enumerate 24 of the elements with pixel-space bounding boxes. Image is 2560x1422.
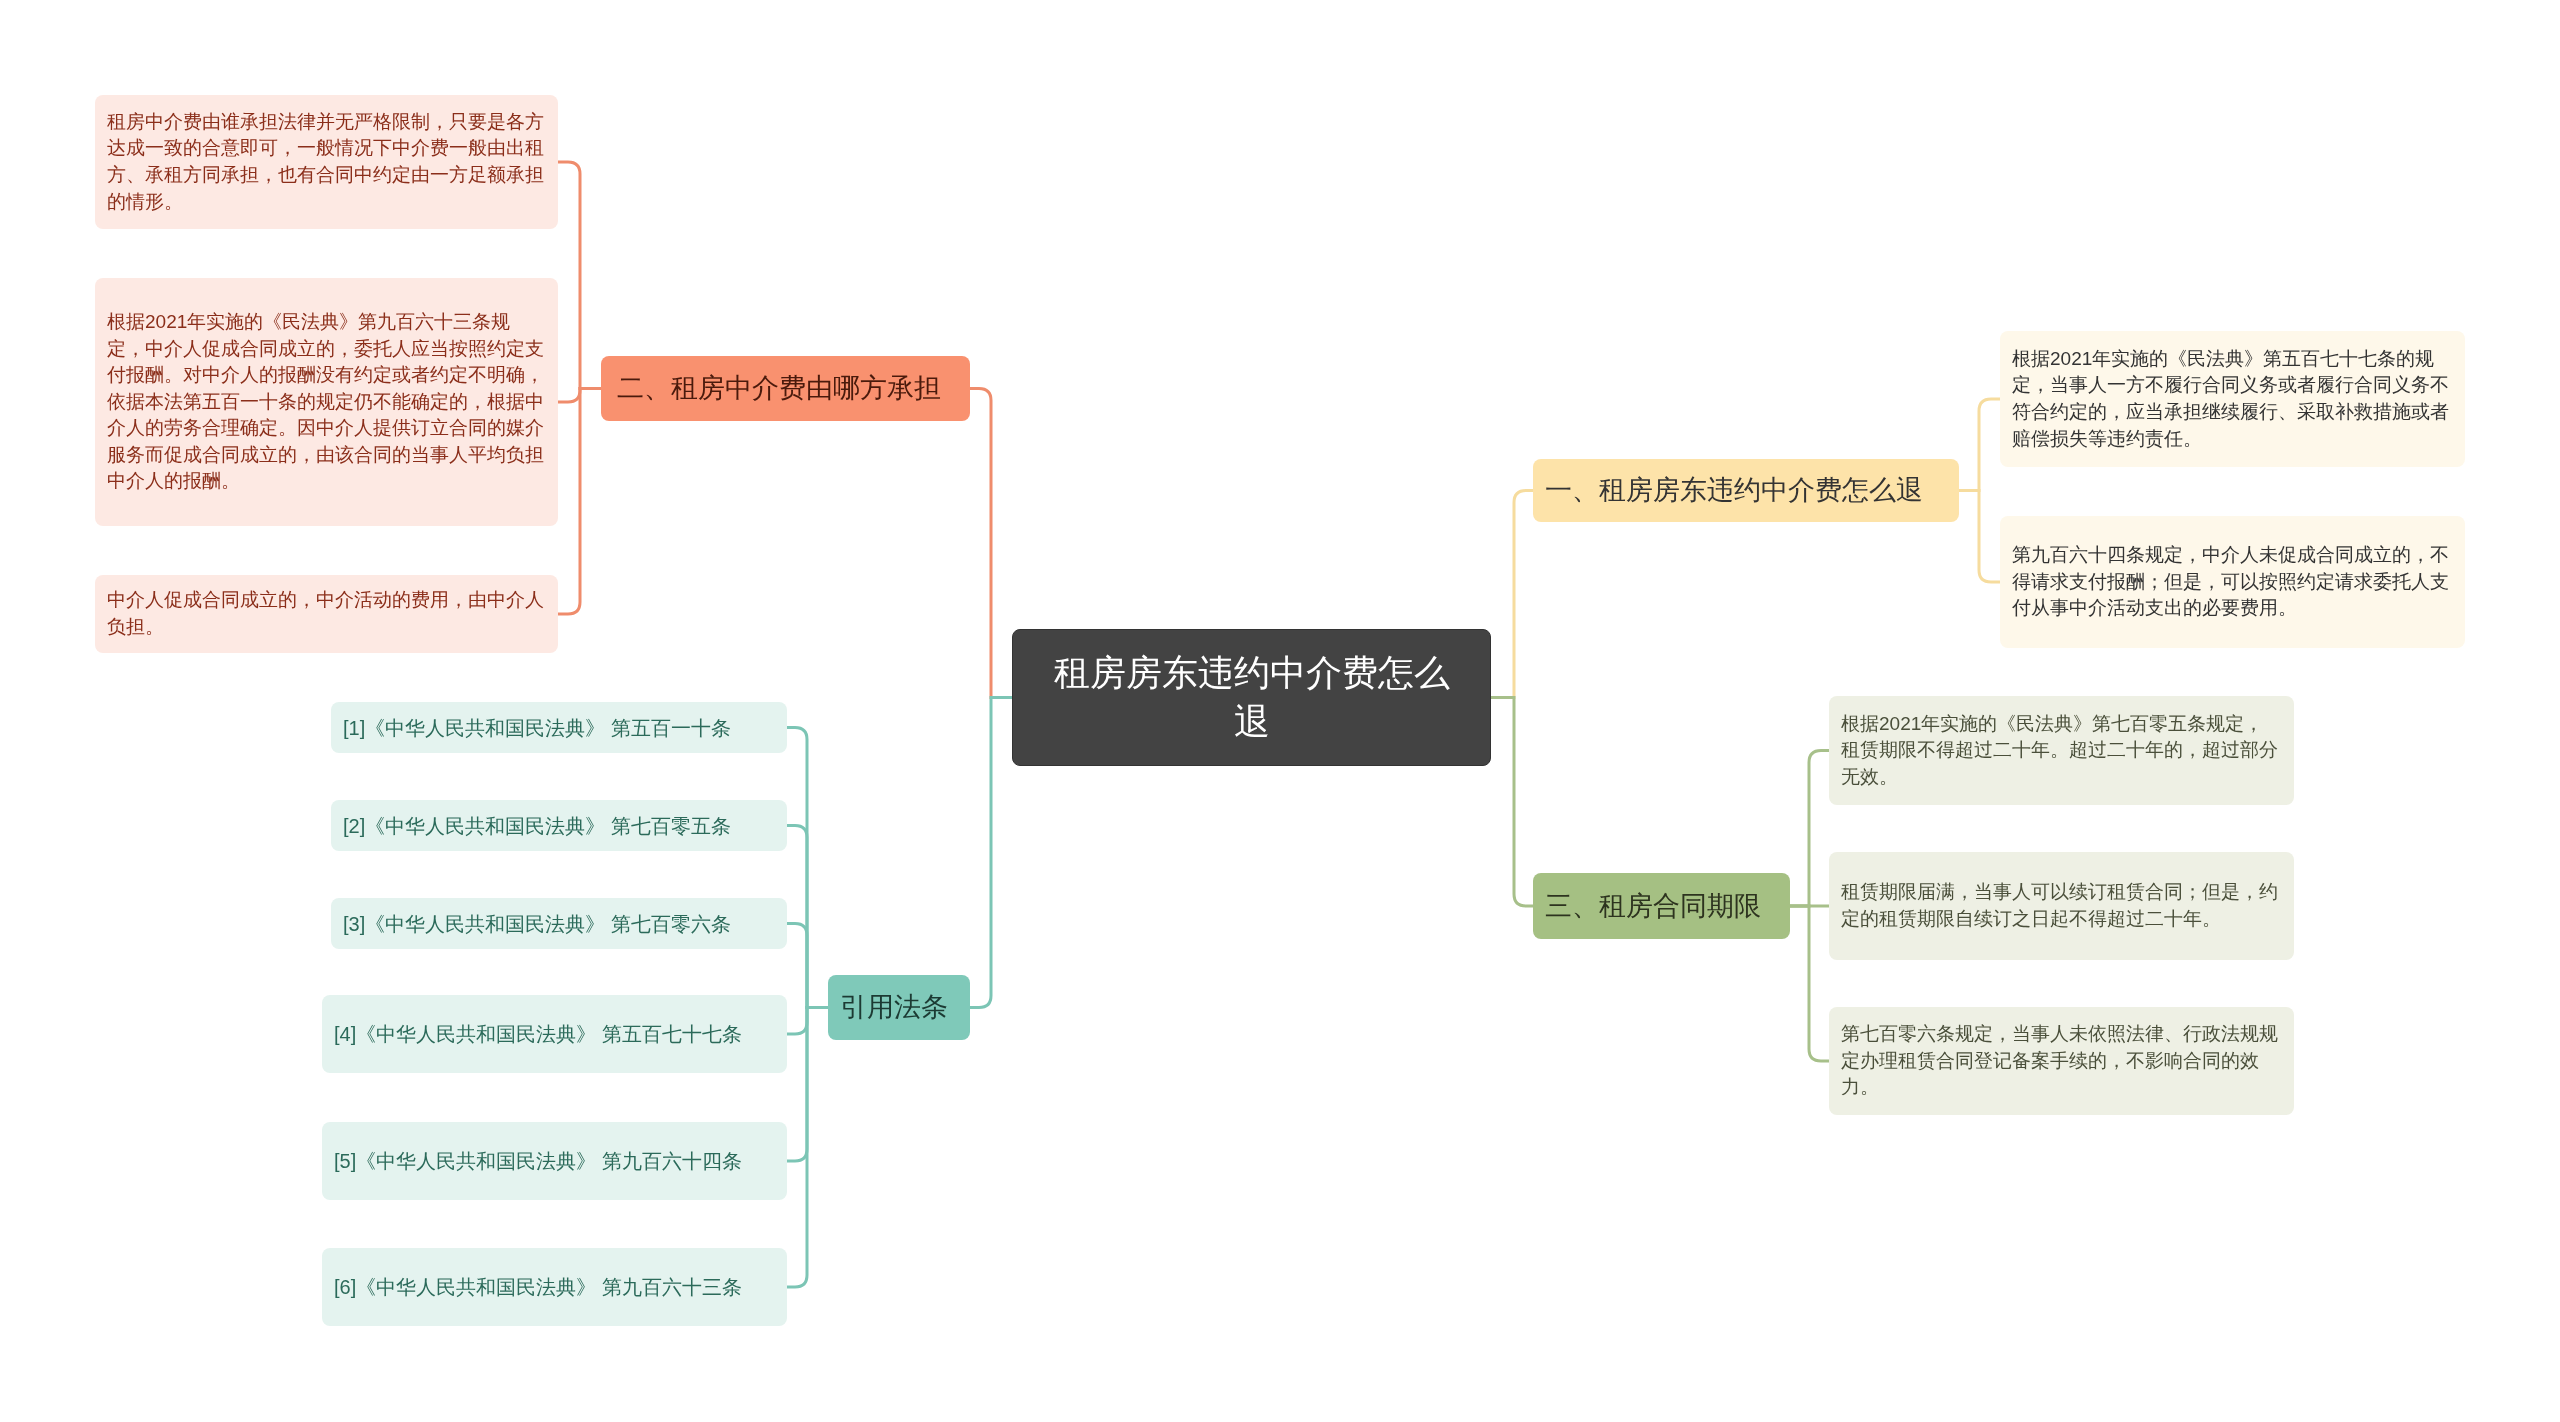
reference-card: [4]《中华人民共和国民法典》 第五百七十七条 bbox=[322, 995, 787, 1073]
text-card: 根据2021年实施的《民法典》第九百六十三条规定，中介人促成合同成立的，委托人应当按照约定支付报酬。对中介人的报酬没有约定或者约定不明确，依据本法第五百一十条的规定仍不能确定的，根据中介人的劳务合理确定。因中介人提供订立合同的媒介服务而促成合同成立的，由该合同的当事人平均负担中介人的报酬。 bbox=[95, 278, 558, 526]
reference-card: [1]《中华人民共和国民法典》 第五百一十条 bbox=[331, 702, 787, 753]
branch-topic: 引用法条 bbox=[828, 975, 970, 1040]
reference-card: [2]《中华人民共和国民法典》 第七百零五条 bbox=[331, 800, 787, 851]
central-topic: 租房房东违约中介费怎么退 bbox=[1012, 629, 1491, 766]
text-card: 根据2021年实施的《民法典》第七百零五条规定，租赁期限不得超过二十年。超过二十年的，超过部分无效。 bbox=[1829, 696, 2294, 805]
text-card: 中介人促成合同成立的，中介活动的费用，由中介人负担。 bbox=[95, 575, 558, 653]
text-card: 租赁期限届满，当事人可以续订租赁合同；但是，约定的租赁期限自续订之日起不得超过二十年。 bbox=[1829, 852, 2294, 960]
text-card: 租房中介费由谁承担法律并无严格限制，只要是各方达成一致的合意即可，一般情况下中介费一般由出租方、承租方同承担，也有合同中约定由一方足额承担的情形。 bbox=[95, 95, 558, 229]
reference-card: [3]《中华人民共和国民法典》 第七百零六条 bbox=[331, 898, 787, 949]
text-card: 第九百六十四条规定，中介人未促成合同成立的，不得请求支付报酬；但是，可以按照约定请求委托人支付从事中介活动支出的必要费用。 bbox=[2000, 516, 2465, 648]
reference-card: [6]《中华人民共和国民法典》 第九百六十三条 bbox=[322, 1248, 787, 1326]
connector-line bbox=[1790, 904, 1829, 1063]
branch-topic: 三、租房合同期限 bbox=[1533, 873, 1790, 939]
connector-line bbox=[1491, 696, 1533, 908]
branch-topic: 一、租房房东违约中介费怎么退 bbox=[1533, 459, 1959, 522]
text-card: 第七百零六条规定，当事人未依照法律、行政法规规定办理租赁合同登记备案手续的，不影响合同的效力。 bbox=[1829, 1007, 2294, 1115]
text-card: 根据2021年实施的《民法典》第五百七十七条的规定，当事人一方不履行合同义务或者履行合同义务不符合约定的，应当承担继续履行、采取补救措施或者赔偿损失等违约责任。 bbox=[2000, 331, 2465, 467]
connector-line bbox=[558, 387, 601, 616]
connector-line bbox=[787, 1006, 828, 1289]
connector-line bbox=[970, 696, 1012, 1009]
reference-card: [5]《中华人民共和国民法典》 第九百六十四条 bbox=[322, 1122, 787, 1200]
branch-topic: 二、租房中介费由哪方承担 bbox=[601, 356, 970, 421]
